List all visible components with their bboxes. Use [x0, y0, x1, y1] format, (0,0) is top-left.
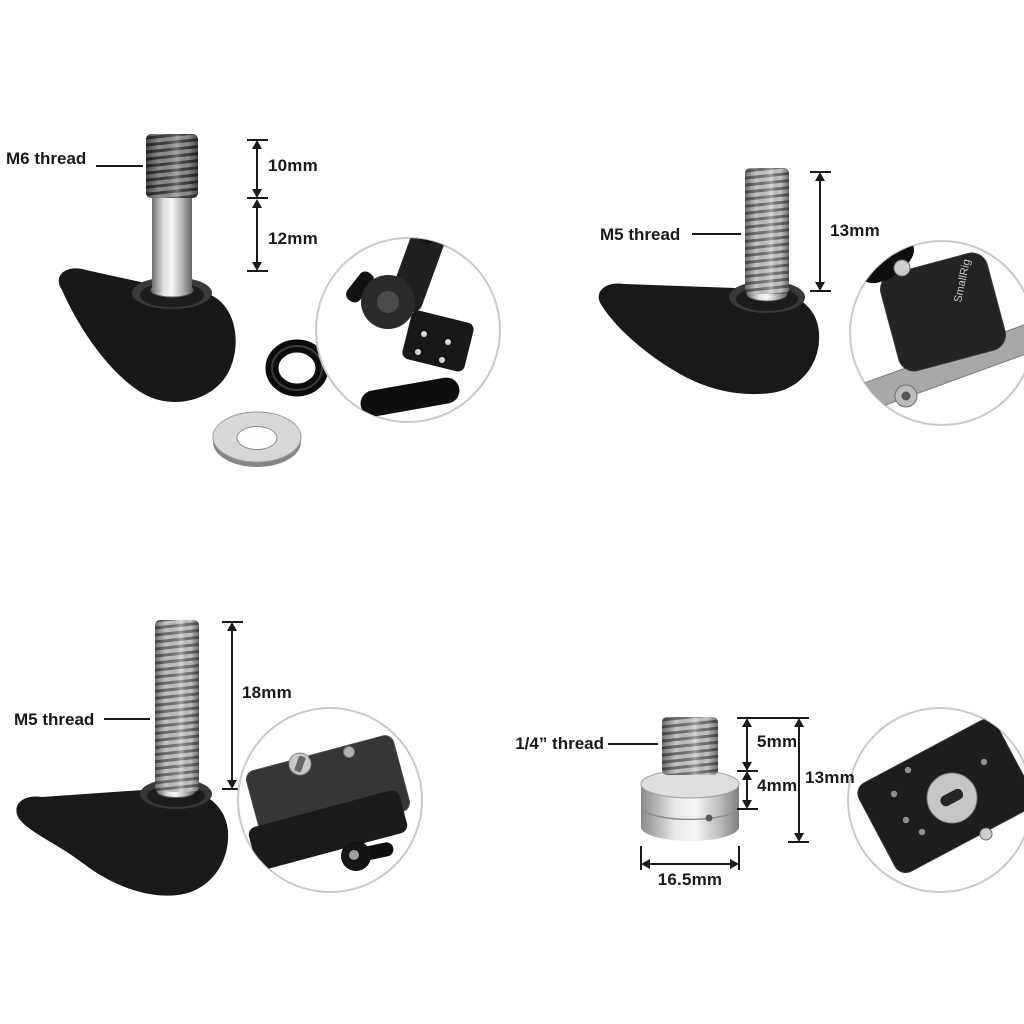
usage-inset-rod-clamp-photo: SmallRig	[849, 240, 1024, 426]
m6-lever-panel: M6 thread 10mm 12mm	[0, 0, 512, 512]
quarter-inch-screw-panel: 1/4” thread 5mm 4mm 13mm 16.5mm	[512, 512, 1024, 1024]
dimension-label-thread: 13mm	[830, 221, 880, 240]
usage-inset-gimbal-photo	[315, 237, 501, 423]
m5-13mm-lever-illustration: SmallRig	[598, 168, 1024, 426]
dimension-label-thread: 18mm	[242, 683, 292, 702]
thread-label: 1/4” thread	[515, 734, 604, 753]
usage-inset-mount-plate-photo	[847, 707, 1024, 893]
screw-shaft	[152, 196, 192, 292]
dimension-label-shaft: 12mm	[268, 229, 318, 248]
thread-label: M5 thread	[600, 225, 681, 244]
m5-long-thumbscrew-photo	[16, 620, 229, 896]
m6-thumbscrew-photo	[58, 134, 236, 402]
dimension-label-thread: 5mm	[757, 732, 798, 751]
dimension-label-thread: 10mm	[268, 156, 318, 175]
washer-photo	[212, 411, 302, 467]
dimension-label-total: 13mm	[805, 768, 855, 787]
dimension-label-width: 16.5mm	[657, 870, 723, 889]
thread-label: M5 thread	[14, 710, 95, 729]
dimension-arrows	[247, 139, 268, 272]
o-ring-photo	[265, 339, 329, 397]
m6-lever-illustration	[58, 134, 501, 467]
dimension-arrows	[222, 621, 243, 790]
m5-thumbscrew-photo	[598, 168, 820, 395]
quarter-inch-screw-photo	[640, 717, 740, 841]
m5-18mm-lever-illustration	[16, 620, 423, 896]
quarter-inch-screw-illustration	[608, 707, 1024, 893]
dimension-label-collar: 4mm	[757, 776, 798, 795]
m5-13mm-lever-panel: SmallRig M5 thread 13mm	[512, 0, 1024, 512]
thread-label: M6 thread	[6, 149, 87, 168]
base-pin-hole	[705, 814, 713, 822]
dimension-arrows	[640, 717, 809, 870]
dimension-arrows	[810, 171, 831, 292]
usage-inset-qr-plate-photo	[237, 707, 423, 893]
m5-18mm-lever-panel: M5 thread 18mm	[0, 512, 512, 1024]
